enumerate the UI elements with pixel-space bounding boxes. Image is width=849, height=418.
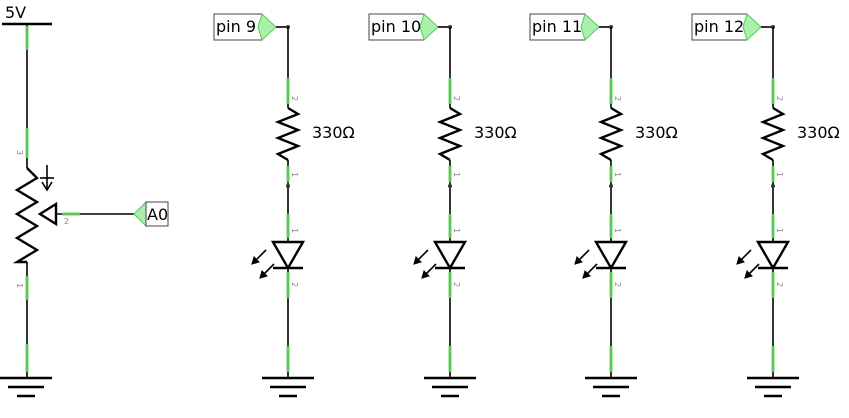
led-pin-top: 1: [452, 228, 461, 233]
resistor-pin-top: 2: [775, 96, 784, 101]
pin-label: pin 9: [216, 17, 256, 36]
resistor-symbol: [597, 106, 625, 162]
potentiometer-symbol: [12, 167, 40, 264]
led-pin-bottom: 2: [775, 282, 784, 287]
ground-symbol: [747, 376, 799, 398]
resistor-value: 330Ω: [635, 123, 678, 142]
pot-pin-top: 3: [15, 150, 24, 155]
power-label: 5V: [5, 3, 26, 22]
led-symbol: [270, 240, 306, 271]
led-pin-top: 1: [290, 228, 299, 233]
led-symbol: [593, 240, 629, 271]
potentiometer-circuit: 5V 3 2 1 A0: [0, 3, 169, 398]
resistor-value: 330Ω: [474, 123, 517, 142]
pin-label: pin 11: [532, 17, 582, 36]
led-channel: pin 9 330Ω 2 1 1 2: [213, 13, 355, 398]
pin-label: pin 12: [694, 17, 744, 36]
ground-symbol: [0, 376, 52, 398]
led-symbol: [432, 240, 468, 271]
resistor-pin-top: 2: [452, 96, 461, 101]
resistor-pin-bottom: 1: [613, 172, 622, 177]
net-label-pin[interactable]: pin 9: [213, 13, 277, 41]
ground-symbol: [262, 376, 314, 398]
led-channel: pin 12 330Ω 2 1 1 2: [691, 13, 840, 398]
led-channel: pin 10 330Ω 2 1 1 2: [368, 13, 517, 398]
pot-pin-bottom: 1: [15, 283, 24, 288]
resistor-value: 330Ω: [312, 123, 355, 142]
pin-label: pin 10: [371, 17, 421, 36]
led-pin-top: 1: [613, 228, 622, 233]
ground-symbol: [585, 376, 637, 398]
led-pin-bottom: 2: [290, 282, 299, 287]
wiper-arrow-icon: [37, 201, 58, 227]
led-channels: pin 9 330Ω 2 1 1 2 pin 10 330Ω 2 1 1 2 pin 11 330Ω 2 1 1…: [213, 13, 840, 398]
resistor-pin-bottom: 1: [775, 172, 784, 177]
resistor-symbol: [759, 106, 787, 162]
light-emission-icon: [736, 249, 760, 279]
net-label-pin[interactable]: pin 12: [691, 13, 762, 41]
led-pin-bottom: 2: [452, 282, 461, 287]
net-label-pin[interactable]: pin 11: [529, 13, 600, 41]
svg-text:A0: A0: [147, 205, 168, 224]
light-emission-icon: [251, 249, 275, 279]
led-symbol: [755, 240, 791, 271]
led-pin-bottom: 2: [613, 282, 622, 287]
led-channel: pin 11 330Ω 2 1 1 2: [529, 13, 678, 398]
adjust-arrow-icon: [41, 181, 53, 192]
resistor-symbol: [274, 106, 302, 162]
resistor-pin-top: 2: [613, 96, 622, 101]
net-label-pin[interactable]: pin 10: [368, 13, 439, 41]
ground-symbol: [424, 376, 476, 398]
resistor-pin-top: 2: [290, 96, 299, 101]
resistor-pin-bottom: 1: [452, 172, 461, 177]
resistor-symbol: [436, 106, 464, 162]
led-pin-top: 1: [775, 228, 784, 233]
resistor-pin-bottom: 1: [290, 172, 299, 177]
net-label-a0[interactable]: A0: [133, 200, 169, 228]
resistor-value: 330Ω: [797, 123, 840, 142]
light-emission-icon: [574, 249, 598, 279]
pot-pin-wiper: 2: [64, 217, 69, 226]
light-emission-icon: [413, 249, 437, 279]
